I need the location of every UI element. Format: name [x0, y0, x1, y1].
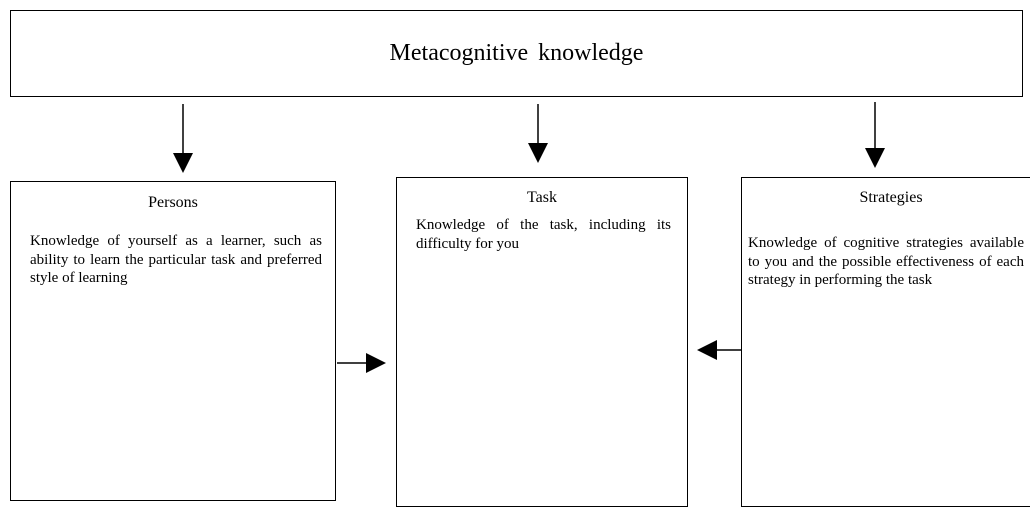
diagram-title: Metacognitive knowledge [389, 40, 644, 66]
metacognitive-knowledge-box: Metacognitive knowledge [10, 10, 1023, 97]
persons-box: Persons Knowledge of yourself as a learn… [10, 181, 336, 501]
arrow-to-task [528, 104, 548, 163]
persons-description: Knowledge of yourself as a learner, such… [30, 233, 322, 286]
persons-title: Persons [148, 194, 198, 211]
arrow-to-strategies [865, 102, 885, 168]
arrow-to-persons [173, 104, 193, 173]
task-description: Knowledge of the task, including its dif… [416, 217, 671, 252]
strategies-box: Strategies Knowledge of cognitive strate… [741, 177, 1030, 507]
task-box: Task Knowledge of the task, including it… [396, 177, 688, 507]
arrow-strategies-to-task [697, 340, 741, 360]
arrow-persons-to-task [337, 353, 386, 373]
task-title: Task [527, 189, 557, 206]
strategies-title: Strategies [859, 189, 923, 206]
strategies-description: Knowledge of cognitive strategies availa… [748, 235, 1024, 288]
